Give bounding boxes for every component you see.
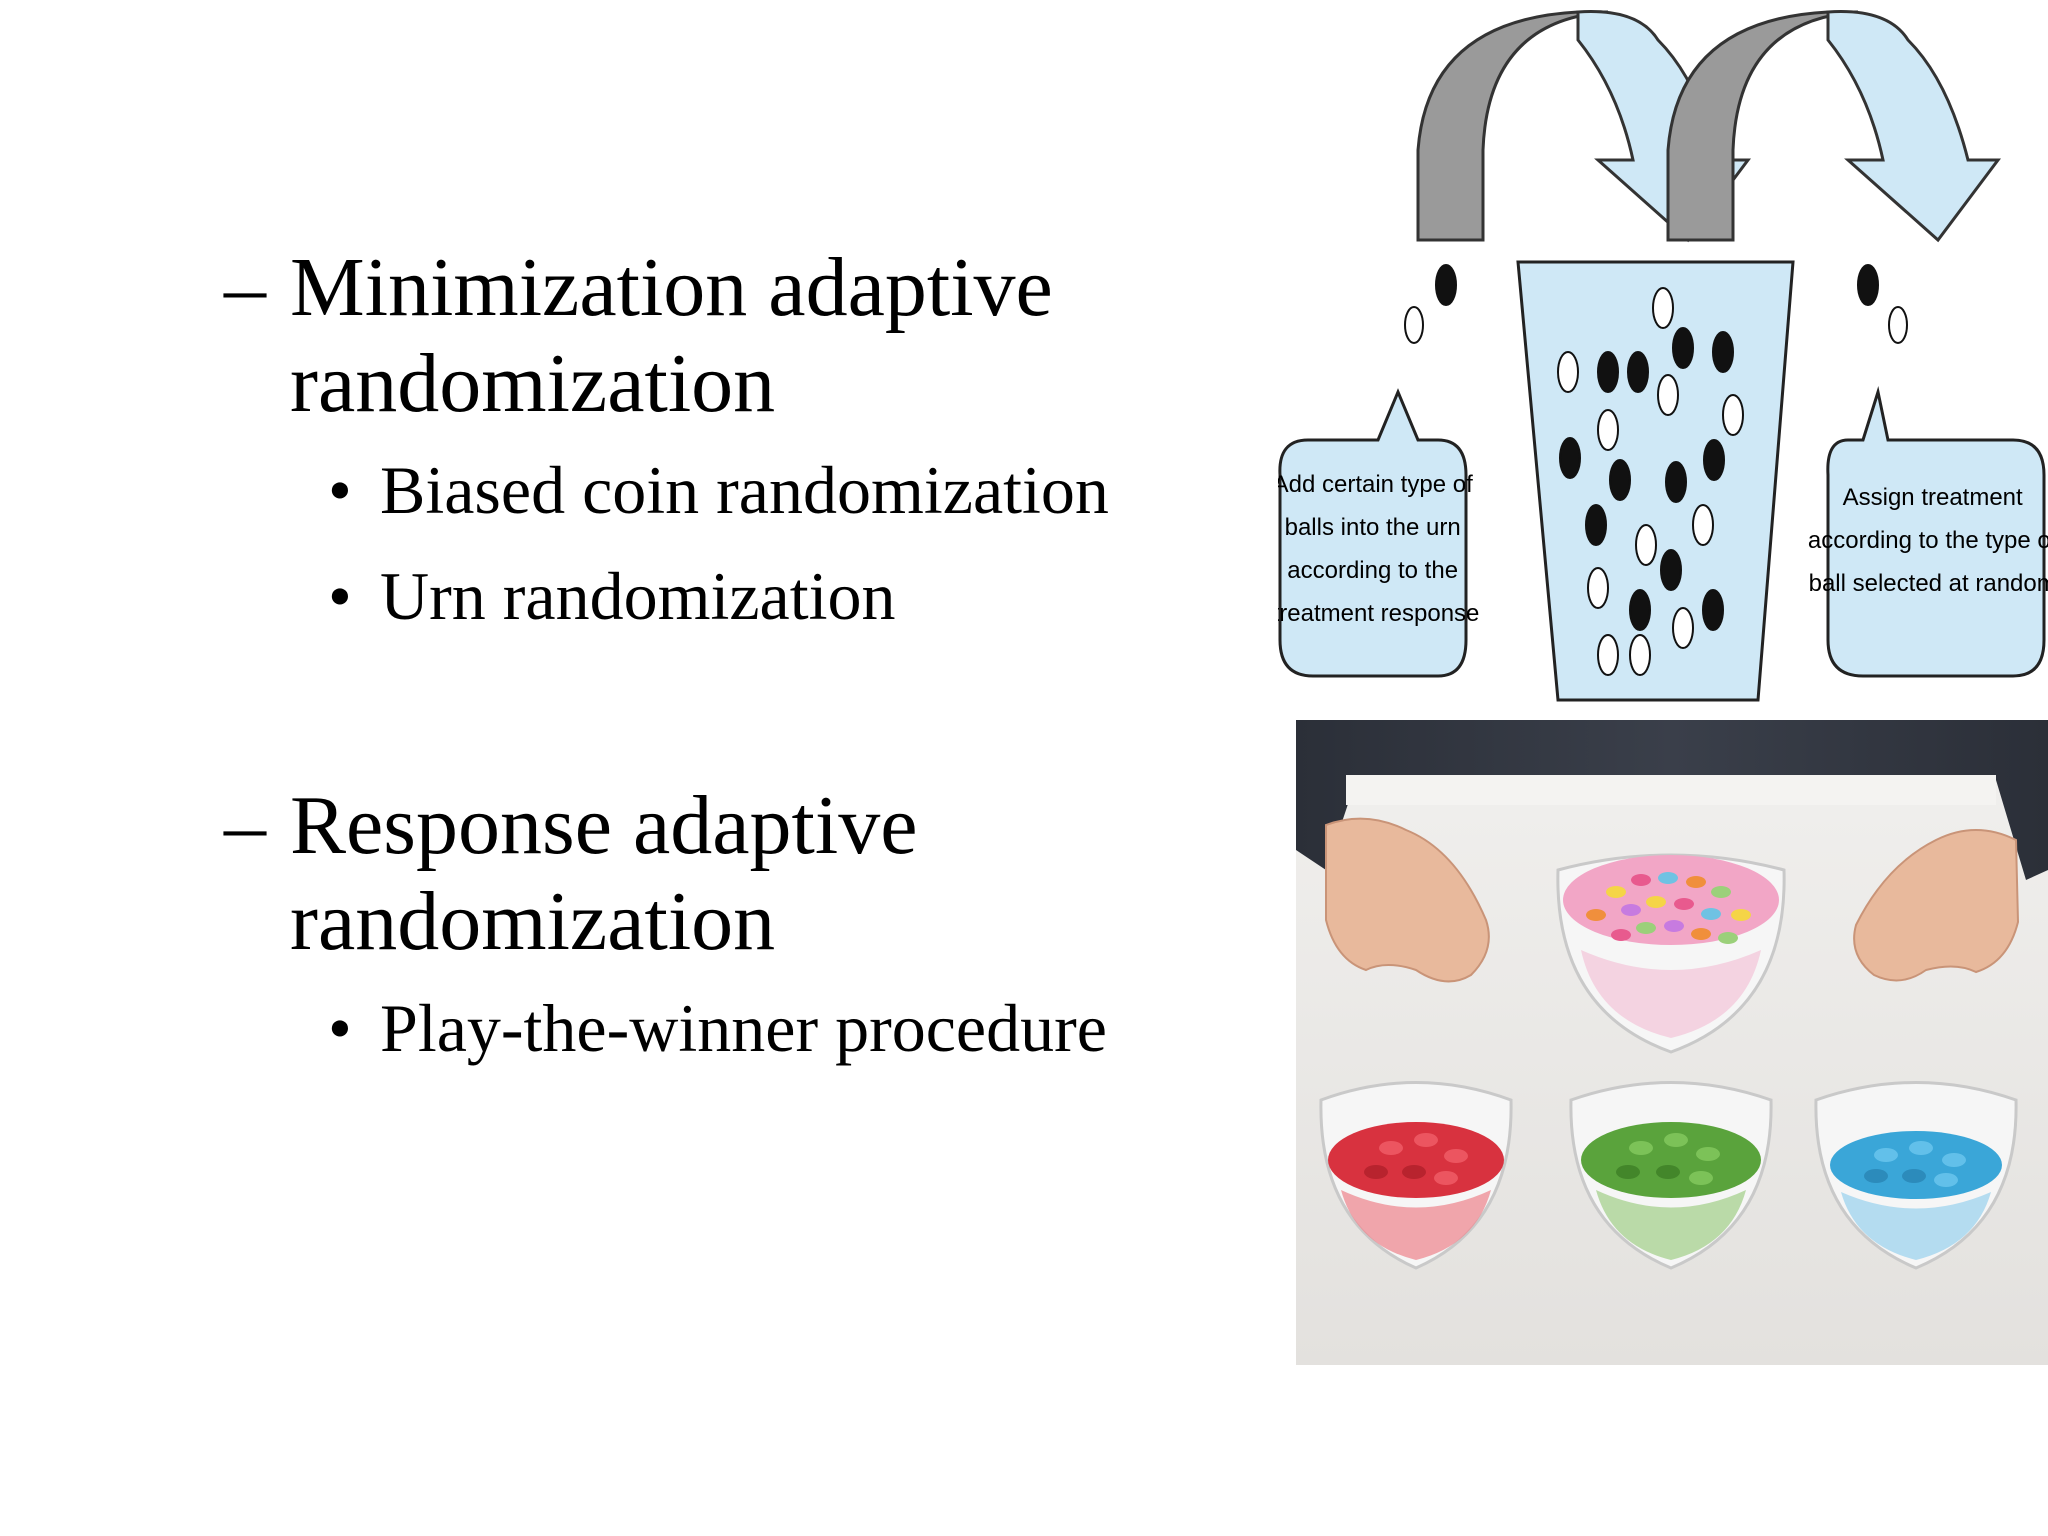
suit <box>1296 720 2048 880</box>
left-callout-line: Add certain type of <box>1278 471 1473 498</box>
bullet-response-adaptive: – Response adaptive randomization <box>224 778 1224 970</box>
bullet-marker: • <box>328 558 352 634</box>
bullet-text: Biased coin randomization <box>380 452 1109 528</box>
left-callout-line: according to the <box>1287 557 1458 584</box>
dash-marker: – <box>224 241 266 334</box>
falling-balls <box>1404 264 1908 344</box>
urn-randomization-diagram: Add certain type of balls into the urn a… <box>1278 10 2048 702</box>
candy-bowls-photo <box>1296 720 2048 1365</box>
bullet-marker: • <box>328 990 352 1066</box>
urn-balls <box>1557 287 1744 676</box>
bullet-text: Urn randomization <box>380 558 896 634</box>
right-callout <box>1826 386 2046 678</box>
left-callout-line: balls into the urn <box>1285 514 1461 541</box>
dash-marker: – <box>224 779 266 872</box>
left-callout-line: treatment response <box>1278 600 1479 627</box>
red-candy-bowl <box>1319 1081 1513 1270</box>
bullet-marker: • <box>328 452 352 528</box>
right-arc-arrow-icon <box>1666 10 2001 243</box>
right-hand <box>1853 829 2020 982</box>
bullet-text: Minimization adaptive randomization <box>290 241 1053 430</box>
bullet-play-the-winner: • Play-the-winner procedure <box>328 988 1228 1068</box>
bullet-biased-coin: • Biased coin randomization <box>328 450 1228 530</box>
mixed-candy-bowl <box>1556 853 1786 1054</box>
mixed-candies <box>1586 872 1751 944</box>
right-callout-line: according to the type of <box>1808 527 2048 554</box>
bullet-urn: • Urn randomization <box>328 556 1228 636</box>
bullet-text: Play-the-winner procedure <box>380 990 1107 1066</box>
green-candy-bowl <box>1569 1081 1773 1270</box>
table-edge <box>1346 775 1996 805</box>
bullet-minimization: – Minimization adaptive randomization <box>224 240 1224 432</box>
urn-icon <box>1516 260 1795 702</box>
bullet-list: – Minimization adaptive randomization • … <box>224 240 1228 1068</box>
left-callout-text: Add certain type of balls into the urn a… <box>1278 471 1479 627</box>
right-callout-line: Assign treatment <box>1843 484 2023 511</box>
left-hand <box>1325 817 1490 983</box>
left-callout <box>1278 388 1468 678</box>
blue-candy-bowl <box>1814 1081 2018 1270</box>
right-callout-text: Assign treatment according to the type o… <box>1808 484 2048 597</box>
right-callout-line: ball selected at random. <box>1809 570 2048 597</box>
bullet-text: Response adaptive randomization <box>290 779 918 968</box>
